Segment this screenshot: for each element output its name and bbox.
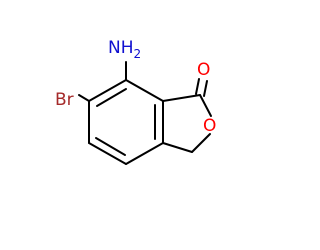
amine-subscript: 2 [134, 47, 142, 61]
bond-c1-o-carbonyl-b [203, 80, 208, 97]
bond-o2-c3 [191, 133, 211, 153]
carbonyl-oxygen-label: O [197, 60, 210, 80]
bond-c4-c5-inner [95, 137, 126, 156]
bond-c3a-c4 [125, 142, 164, 165]
bond-c4-c5 [88, 142, 127, 165]
molecule-structure: NH2 Br O O [55, 38, 216, 165]
bond-c3-c3a [162, 142, 193, 153]
bond-c7-c7a [125, 79, 164, 102]
bond-c6-br [78, 94, 90, 102]
amine-label: NH2 [108, 38, 141, 61]
bond-c6-c7-inner [96, 88, 127, 107]
bond-c1-o-carbonyl-a [195, 78, 200, 95]
bond-c7a-c1 [162, 94, 201, 102]
bromine-label: Br [55, 90, 74, 110]
ring-oxygen-label: O [203, 116, 216, 136]
bond-c6-c7 [88, 79, 127, 102]
amine-nh: NH [108, 38, 134, 58]
bond-c1-o2 [199, 94, 212, 117]
structure-canvas: NH2 Br O O [55, 38, 217, 165]
